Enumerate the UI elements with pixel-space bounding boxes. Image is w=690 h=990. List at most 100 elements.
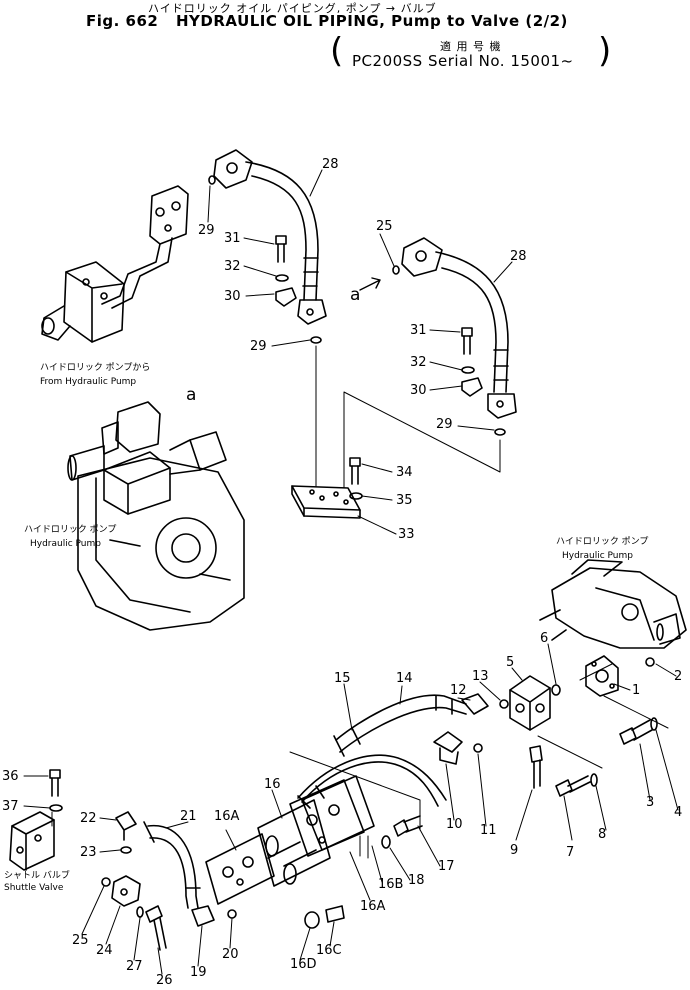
o-ring-23 <box>120 846 132 854</box>
o-ring-29-c <box>494 428 506 436</box>
callout: 16D <box>290 957 317 972</box>
washer-27 <box>136 906 144 918</box>
callout: 22 <box>80 811 97 826</box>
callout: 23 <box>80 845 97 860</box>
washer-18 <box>381 835 391 849</box>
callout: 28 <box>510 249 527 264</box>
bolt-26 <box>145 905 167 951</box>
callout: 16B <box>378 877 403 892</box>
callout: 26 <box>156 973 173 988</box>
caption-from-pump-en: From Hydraulic Pump <box>40 377 136 387</box>
japanese-title: ハイドロリック オイル パイピング, ポンプ → バルブ <box>148 2 437 15</box>
callout: 16A <box>360 899 386 914</box>
callout: 13 <box>472 669 489 684</box>
callout: 29 <box>436 417 453 432</box>
pump-outlet-pipe-assembly <box>41 185 189 343</box>
callout: 17 <box>438 859 455 874</box>
callout: 14 <box>396 671 413 686</box>
hydraulic-pump-right <box>539 559 687 649</box>
callout: 18 <box>408 873 425 888</box>
washer-32-right <box>461 366 475 374</box>
view-marker-a-upper: a <box>350 285 360 305</box>
ref-line-2 <box>343 391 501 489</box>
callout: 21 <box>180 809 197 824</box>
callout: 25 <box>376 219 393 234</box>
hose-14 <box>333 694 467 757</box>
o-ring-20 <box>227 909 237 919</box>
caption-pump-jp-left: ハイドロリック ポンプ <box>24 524 116 535</box>
flange-16A-left <box>205 833 275 905</box>
diagram-title: HYDRAULIC OIL PIPING, Pump to Valve (2/2… <box>176 12 568 30</box>
right-paren: ) <box>598 31 612 71</box>
adapter-block-5 <box>509 675 551 731</box>
bolt-34 <box>349 457 361 485</box>
flange-1 <box>585 655 619 697</box>
callout: 10 <box>446 817 463 832</box>
callout: 7 <box>566 845 574 860</box>
hose-28-left <box>213 149 327 325</box>
callout-numbers: 28 29 31 32 30 25 28 29 31 32 30 29 34 3… <box>2 157 682 988</box>
plate-33 <box>291 485 361 519</box>
elbow-12 <box>461 693 489 715</box>
plate-16B <box>301 775 375 851</box>
flange-16A-right <box>289 779 365 857</box>
elbow-10 <box>433 731 463 765</box>
caption-from-pump-jp: ハイドロリック ポンプから <box>40 362 150 373</box>
elbow-19 <box>191 905 215 927</box>
callout: 8 <box>598 827 606 842</box>
view-a-arrow <box>359 277 381 291</box>
washer-4 <box>650 717 658 731</box>
o-ring-6 <box>551 684 561 696</box>
callout: 35 <box>396 493 413 508</box>
callout: 16C <box>316 943 342 958</box>
washer-37 <box>49 804 63 812</box>
o-ring-29-b <box>310 336 322 344</box>
elbow-22 <box>115 811 137 841</box>
bolt-31-left <box>275 235 287 263</box>
callout: 27 <box>126 959 143 974</box>
bolt-17 <box>393 815 423 837</box>
callout: 20 <box>222 947 239 962</box>
caption-pump-jp-right: ハイドロリック ポンプ <box>556 536 648 547</box>
hydraulic-pump-main <box>67 401 245 631</box>
o-ring-29-a <box>208 175 216 185</box>
o-ring-11 <box>473 743 483 753</box>
caption-shuttle-en: Shuttle Valve <box>4 883 64 893</box>
bolt-31-right <box>461 327 473 355</box>
callout: 33 <box>398 527 415 542</box>
callout: 29 <box>250 339 267 354</box>
callout: 4 <box>674 805 682 820</box>
bushing-16C <box>325 905 345 923</box>
callout: 9 <box>510 843 518 858</box>
bolt-3 <box>619 719 653 745</box>
o-ring-25-b <box>101 877 111 887</box>
caption-shuttle-jp: シャトル バルブ <box>4 869 70 881</box>
callout: 31 <box>410 323 427 338</box>
ref-line-16 <box>359 835 369 859</box>
callout: 30 <box>410 383 427 398</box>
bolt-7 <box>555 775 591 797</box>
o-ring-25-a <box>392 265 400 275</box>
fitting-9 <box>529 745 543 789</box>
washer-8 <box>590 773 598 787</box>
callout: 25 <box>72 933 89 948</box>
captions: ハイドロリック ポンプから From Hydraulic Pump ハイドロリッ… <box>4 362 648 893</box>
callout: 11 <box>480 823 497 838</box>
caption-pump-en-left: Hydraulic Pump <box>30 539 101 549</box>
callout: 24 <box>96 943 113 958</box>
callout: 19 <box>190 965 207 980</box>
applicable-machine-label: 適 用 号 機 <box>440 40 502 53</box>
caption-pump-en-right: Hydraulic Pump <box>562 551 633 561</box>
leader-lines <box>23 169 679 975</box>
o-ring-2 <box>645 657 655 667</box>
callout: 15 <box>334 671 351 686</box>
callout: 29 <box>198 223 215 238</box>
callout: 32 <box>224 259 241 274</box>
hose-21 <box>143 821 201 909</box>
o-ring-16D <box>304 911 320 929</box>
callout: 5 <box>506 655 514 670</box>
callout: 31 <box>224 231 241 246</box>
serial-number: PC200SS Serial No. 15001~ <box>352 52 574 70</box>
clamp-30-right <box>461 377 483 397</box>
